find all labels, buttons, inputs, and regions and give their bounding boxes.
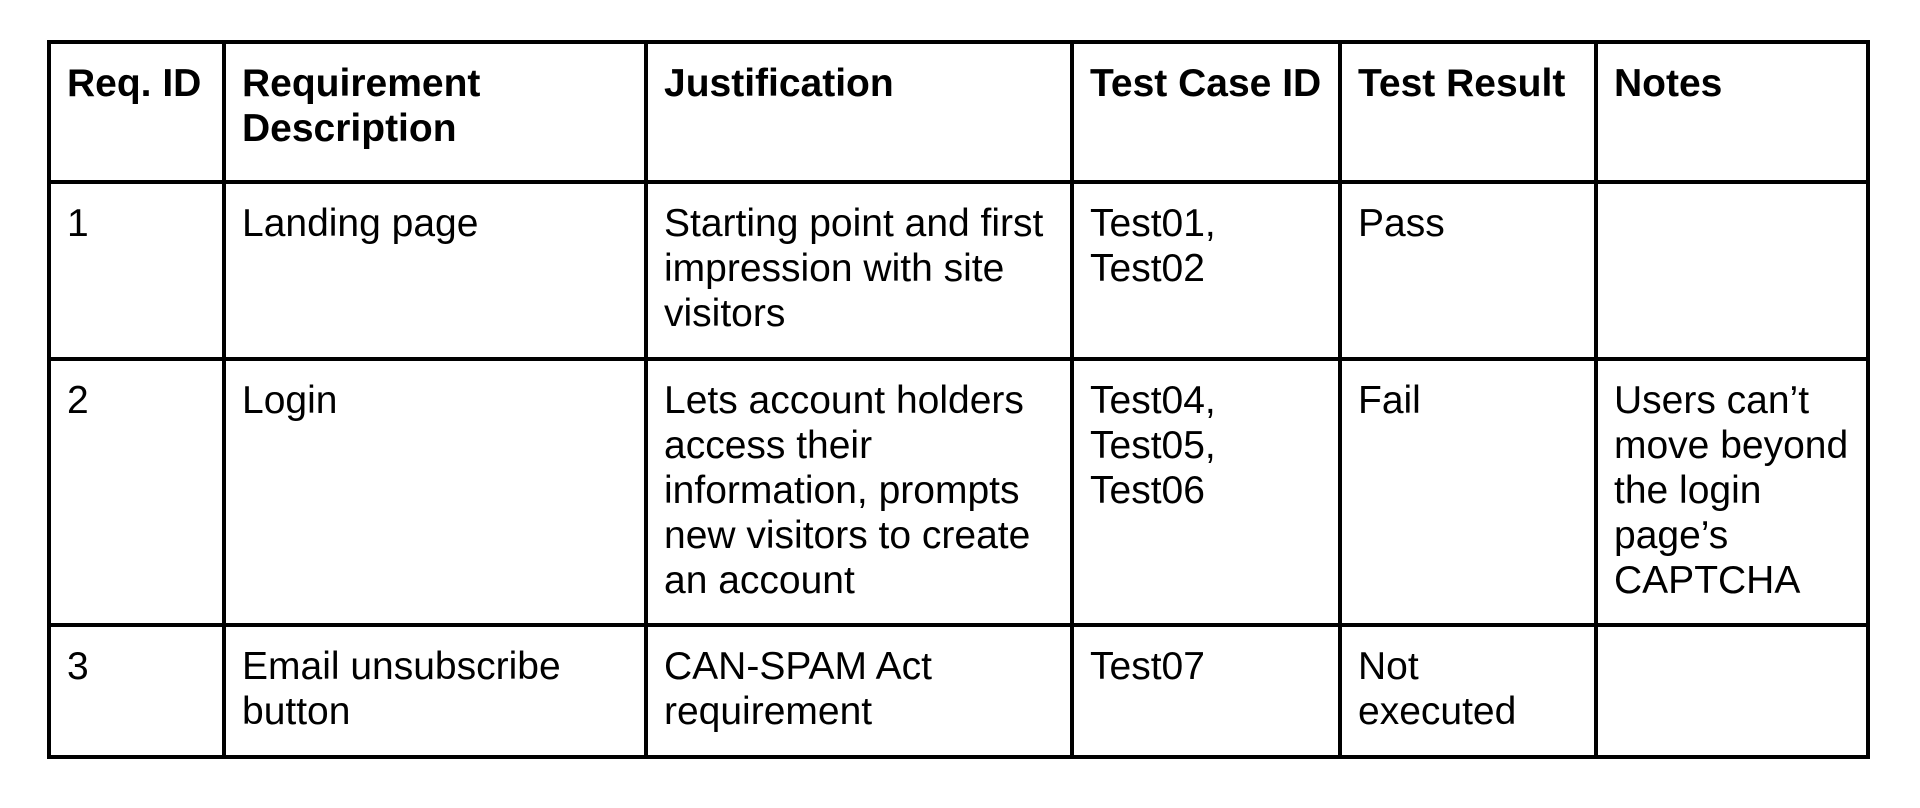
- cell-requirement-description: Email unsubscribe button: [222, 623, 648, 759]
- table-row: 2 Login Lets account holders access thei…: [47, 357, 1870, 627]
- cell-justification: Lets account holders access their inform…: [644, 357, 1074, 627]
- header-cell-test-case-id: Test Case ID: [1070, 40, 1342, 184]
- cell-justification: CAN-SPAM Act requirement: [644, 623, 1074, 759]
- cell-test-case-id: Test01, Test02: [1070, 180, 1342, 361]
- cell-test-result: Not executed: [1338, 623, 1598, 759]
- cell-test-case-id: Test07: [1070, 623, 1342, 759]
- header-cell-test-result: Test Result: [1338, 40, 1598, 184]
- cell-test-result: Pass: [1338, 180, 1598, 361]
- cell-req-id: 3: [47, 623, 226, 759]
- cell-test-result: Fail: [1338, 357, 1598, 627]
- cell-notes: [1594, 623, 1870, 759]
- table-row: 3 Email unsubscribe button CAN-SPAM Act …: [47, 623, 1870, 759]
- header-cell-req-id: Req. ID: [47, 40, 226, 184]
- cell-req-id: 2: [47, 357, 226, 627]
- table-row: 1 Landing page Starting point and first …: [47, 180, 1870, 361]
- header-cell-notes: Notes: [1594, 40, 1870, 184]
- cell-requirement-description: Landing page: [222, 180, 648, 361]
- header-cell-requirement-description: Requirement Description: [222, 40, 648, 184]
- cell-test-case-id: Test04, Test05, Test06: [1070, 357, 1342, 627]
- cell-justification: Starting point and first impression with…: [644, 180, 1074, 361]
- cell-requirement-description: Login: [222, 357, 648, 627]
- requirements-traceability-table: Req. ID Requirement Description Justific…: [47, 40, 1870, 759]
- cell-notes: [1594, 180, 1870, 361]
- cell-req-id: 1: [47, 180, 226, 361]
- header-cell-justification: Justification: [644, 40, 1074, 184]
- cell-notes: Users can’t move beyond the login page’s…: [1594, 357, 1870, 627]
- table-header-row: Req. ID Requirement Description Justific…: [47, 40, 1870, 184]
